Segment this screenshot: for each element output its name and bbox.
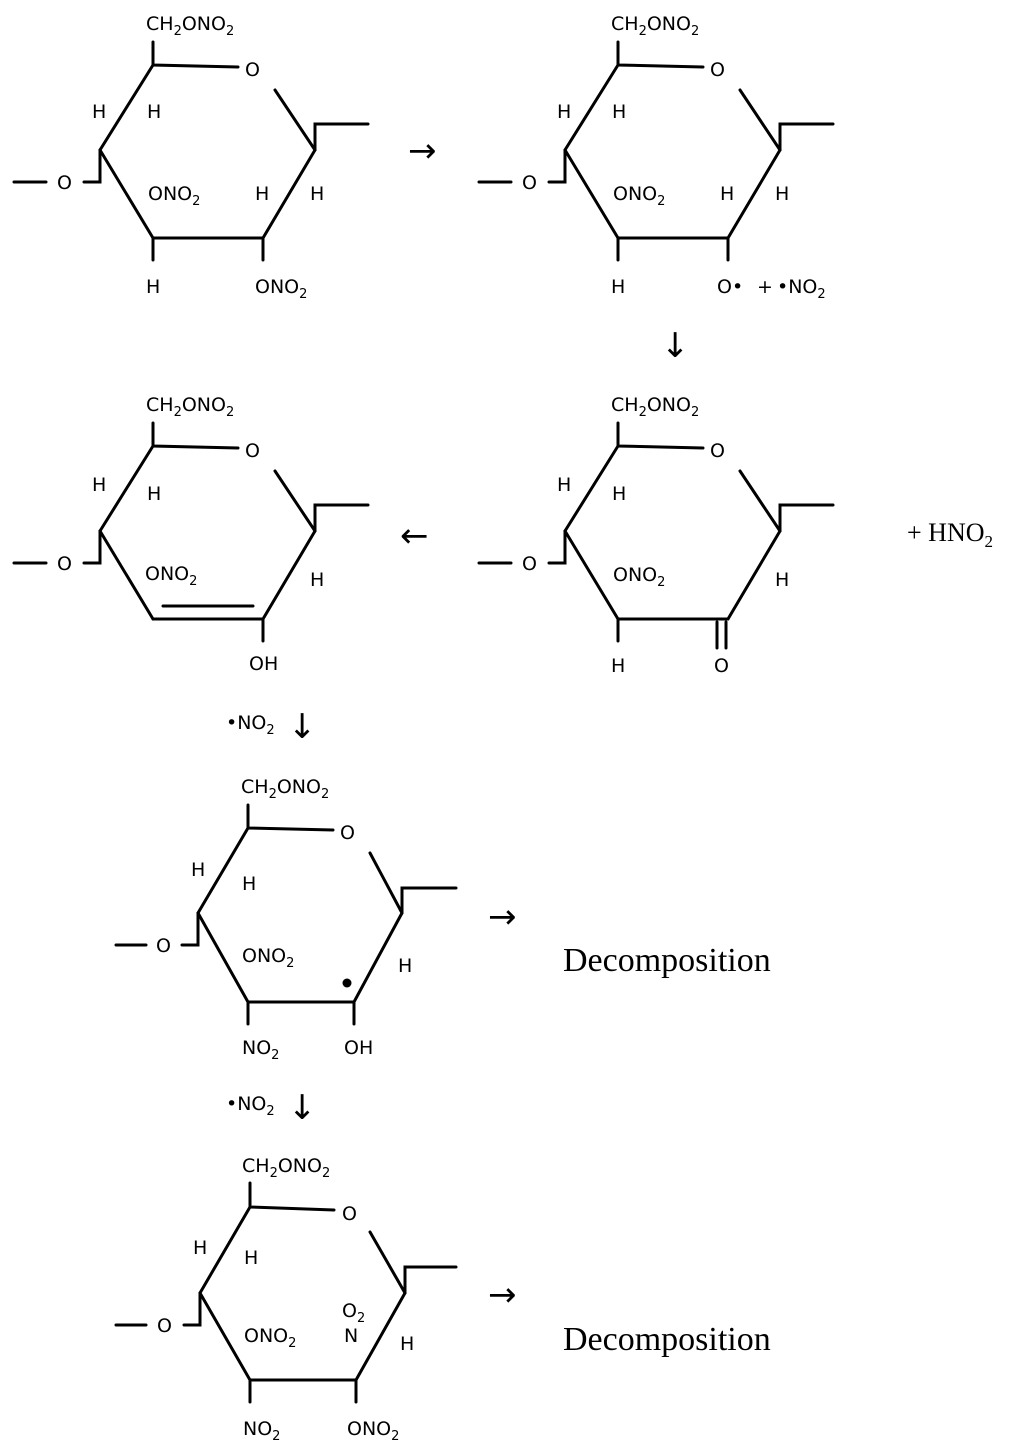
- h-label: H: [720, 183, 734, 205]
- no2-radical-label: •NO2: [226, 712, 275, 738]
- h-label: H: [775, 569, 789, 591]
- bridge-oxygen-label: O: [57, 553, 72, 575]
- ono2-label: ONO2: [613, 564, 665, 590]
- ono2-label: ONO2: [613, 183, 665, 209]
- structure-2-alkoxy-radical: CH2ONO2 O H H O ONO2 H H H O• + •NO2: [477, 13, 835, 302]
- reaction-arrow-right: →: [488, 897, 517, 937]
- ch2ono2-label: CH2ONO2: [242, 1155, 330, 1181]
- h-label: H: [244, 1247, 258, 1269]
- h-label: H: [310, 569, 324, 591]
- hno2-byproduct: + HNO2: [907, 518, 993, 551]
- h-label: H: [612, 483, 626, 505]
- h-label: H: [146, 276, 160, 298]
- ring-oxygen-label: O: [340, 822, 355, 844]
- reaction-arrow-down: ↓: [288, 1088, 317, 1128]
- h-label: H: [147, 101, 161, 123]
- reaction-arrow-right: →: [488, 1275, 517, 1315]
- ono2-label: ONO2: [145, 563, 197, 589]
- reaction-arrow-down: ↓: [661, 326, 690, 366]
- ch2ono2-label: CH2ONO2: [241, 776, 329, 802]
- ch2ono2-label: CH2ONO2: [146, 13, 234, 39]
- o-radical-label: O•: [717, 276, 743, 298]
- h-label: H: [92, 101, 106, 123]
- reaction-arrow-down: ↓: [288, 707, 317, 747]
- ono2-label: ONO2: [148, 183, 200, 209]
- bridge-oxygen-label: O: [522, 172, 537, 194]
- structure-1-nitrocellulose-unit: CH2ONO2 O H H O ONO2 H H H ONO2: [12, 13, 370, 302]
- h-label: H: [775, 183, 789, 205]
- reaction-arrow-right: →: [408, 131, 437, 171]
- structure-6-nitro-product: CH2ONO2 O H H O2 N O ONO2 H NO2 ONO2: [114, 1155, 458, 1444]
- h-label: H: [310, 183, 324, 205]
- no2-label: NO2: [242, 1037, 279, 1063]
- no2-radical-label: •NO2: [226, 1093, 275, 1119]
- ch2ono2-label: CH2ONO2: [611, 394, 699, 420]
- h-label: H: [611, 276, 625, 298]
- radical-dot: [342, 978, 352, 988]
- plus-sign: +: [757, 276, 773, 298]
- decomposition-label: Decomposition: [563, 1321, 771, 1358]
- h-label: H: [611, 655, 625, 677]
- ono2-label: ONO2: [242, 945, 294, 971]
- h-label: H: [193, 1237, 207, 1259]
- h-label: H: [398, 955, 412, 977]
- ring-oxygen-label: O: [245, 440, 260, 462]
- h-label: H: [557, 101, 571, 123]
- reaction-arrow-left: ←: [400, 516, 429, 556]
- ring-oxygen-label: O: [710, 59, 725, 81]
- h-label: H: [147, 483, 161, 505]
- ono2-label: ONO2: [347, 1418, 399, 1444]
- oh-label: OH: [344, 1037, 373, 1059]
- h-label: H: [191, 859, 205, 881]
- no2-radical-label: •NO2: [777, 276, 826, 302]
- structure-5-carbon-radical: CH2ONO2 O H H O ONO2 H NO2 OH: [114, 776, 458, 1063]
- ch2ono2-label: CH2ONO2: [146, 394, 234, 420]
- bridge-oxygen-label: O: [522, 553, 537, 575]
- o2-label: O2: [342, 1300, 365, 1326]
- ono2-label: ONO2: [244, 1325, 296, 1351]
- ring-oxygen-label: O: [245, 59, 260, 81]
- ch2ono2-label: CH2ONO2: [611, 13, 699, 39]
- carbonyl-oxygen-label: O: [714, 655, 729, 677]
- h-label: H: [92, 474, 106, 496]
- ono2-label: ONO2: [255, 276, 307, 302]
- structure-3-ketone: CH2ONO2 O H H O ONO2 H H O: [477, 394, 835, 677]
- ring-oxygen-label: O: [342, 1203, 357, 1225]
- decomposition-label: Decomposition: [563, 942, 771, 979]
- bridge-oxygen-label: O: [157, 1315, 172, 1337]
- h-label: H: [400, 1333, 414, 1355]
- h-label: H: [612, 101, 626, 123]
- h-label: H: [242, 873, 256, 895]
- ring-oxygen-label: O: [710, 440, 725, 462]
- nitrogen-label: N: [344, 1325, 358, 1347]
- bridge-oxygen-label: O: [57, 172, 72, 194]
- structure-4-enol: CH2ONO2 O H H O ONO2 H OH: [12, 394, 370, 675]
- h-label: H: [255, 183, 269, 205]
- no2-label: NO2: [243, 1418, 280, 1444]
- h-label: H: [557, 474, 571, 496]
- oh-label: OH: [249, 653, 278, 675]
- bridge-oxygen-label: O: [156, 935, 171, 957]
